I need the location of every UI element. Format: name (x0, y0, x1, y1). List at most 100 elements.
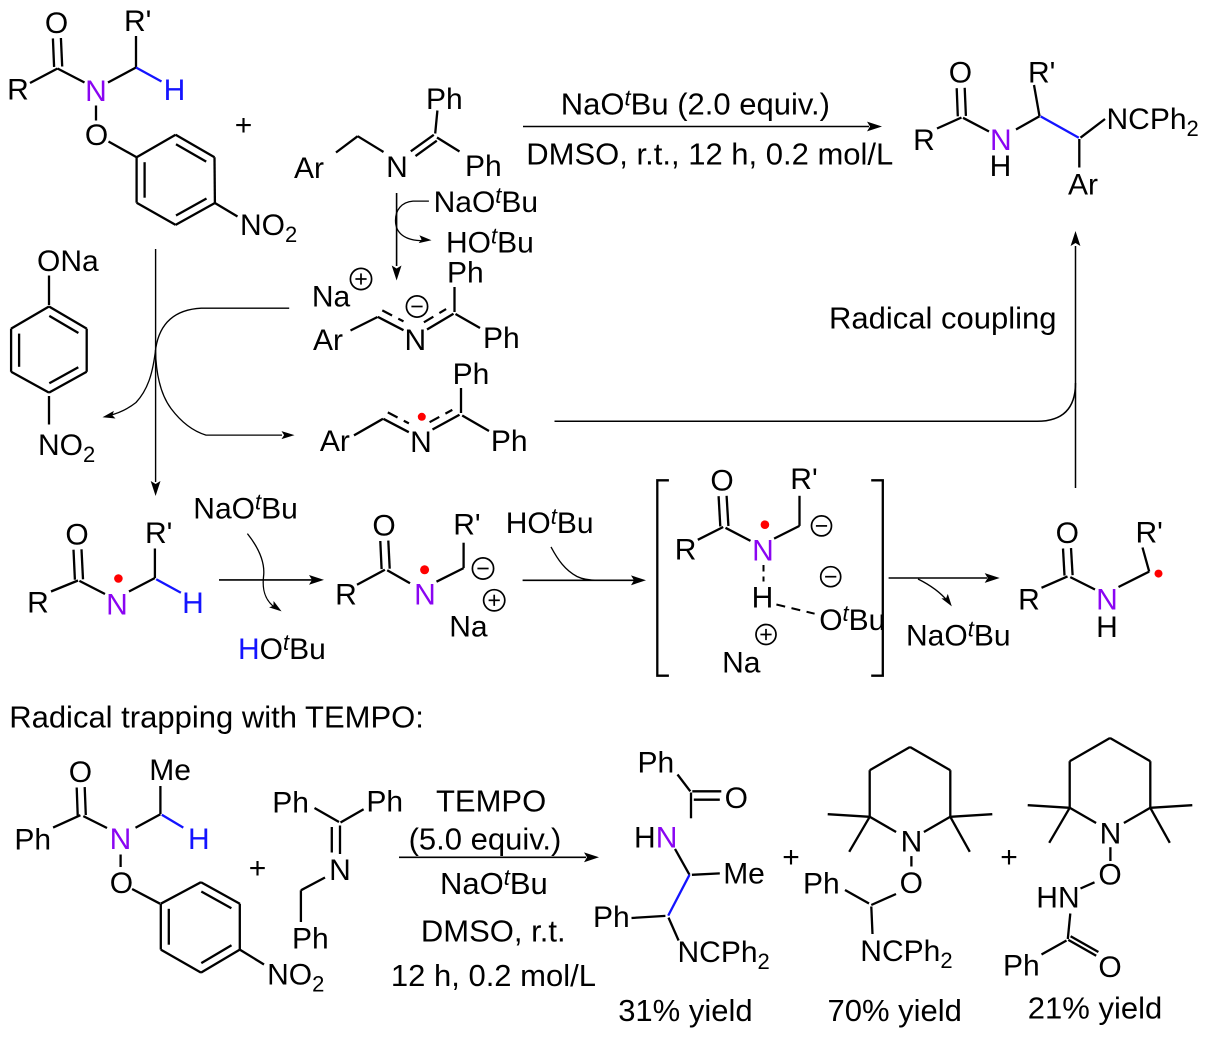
svg-text:31% yield: 31% yield (618, 993, 752, 1028)
svg-text:NO2: NO2 (267, 959, 324, 997)
svg-text:+: + (782, 841, 800, 874)
svg-text:R': R' (453, 509, 480, 542)
svg-text:Me: Me (149, 754, 191, 787)
svg-text:Ph: Ph (447, 257, 484, 290)
svg-text:H: H (634, 821, 656, 854)
svg-text:Ar: Ar (294, 152, 324, 185)
svg-text:Me: Me (723, 857, 765, 890)
svg-text:R: R (913, 124, 935, 157)
svg-text:O: O (1098, 951, 1121, 984)
svg-text:Na: Na (312, 281, 351, 314)
svg-text:H: H (164, 74, 186, 107)
svg-text:N: N (110, 823, 132, 856)
svg-text:NCPh2: NCPh2 (678, 936, 770, 974)
svg-text:N: N (106, 589, 128, 622)
svg-text:H: H (1096, 611, 1118, 644)
svg-text:HOtBu: HOtBu (446, 224, 534, 260)
svg-text:N: N (656, 821, 678, 854)
svg-text:Ph: Ph (366, 786, 403, 819)
svg-text:N: N (410, 426, 432, 459)
svg-text:H: H (990, 150, 1012, 183)
svg-text:O: O (372, 510, 395, 543)
svg-text:N: N (85, 75, 107, 108)
svg-text:O: O (69, 756, 92, 789)
svg-text:NaOtBu: NaOtBu (193, 490, 298, 526)
svg-text:Na: Na (722, 647, 761, 680)
svg-text:N: N (901, 826, 923, 859)
svg-text:O: O (85, 119, 108, 152)
svg-text:R: R (7, 74, 29, 107)
svg-text:NaOtBu: NaOtBu (440, 865, 548, 901)
svg-text:NO2: NO2 (240, 209, 297, 247)
svg-text:N: N (752, 534, 774, 567)
svg-text:H: H (188, 823, 210, 856)
svg-text:NaOtBu: NaOtBu (434, 183, 539, 219)
svg-text:R': R' (124, 5, 151, 38)
svg-text:N: N (386, 151, 408, 184)
svg-text:N: N (1100, 818, 1122, 851)
svg-text:ONa: ONa (37, 245, 99, 278)
svg-text:R: R (1018, 584, 1040, 617)
svg-text:Ph: Ph (483, 322, 520, 355)
svg-text:Ph: Ph (491, 425, 528, 458)
svg-text:O: O (710, 465, 733, 498)
svg-text:DMSO, r.t.: DMSO, r.t. (421, 913, 566, 948)
svg-text:Ar: Ar (320, 425, 350, 458)
svg-text:N: N (414, 579, 436, 612)
svg-text:O: O (45, 7, 68, 40)
svg-text:O: O (1056, 517, 1079, 550)
svg-text:12 h, 0.2 mol/L: 12 h, 0.2 mol/L (391, 958, 596, 993)
svg-text:Ph: Ph (638, 747, 675, 780)
svg-text:HOtBu: HOtBu (506, 504, 594, 540)
svg-text:DMSO, r.t., 12 h, 0.2 mol/L: DMSO, r.t., 12 h, 0.2 mol/L (526, 136, 893, 171)
svg-text:(5.0 equiv.): (5.0 equiv.) (409, 822, 562, 857)
svg-text:Ph: Ph (272, 787, 309, 820)
svg-text:R: R (335, 579, 357, 612)
svg-text:Ph: Ph (426, 83, 463, 116)
svg-text:Ph: Ph (292, 923, 329, 956)
svg-text:R': R' (1028, 57, 1055, 90)
svg-text:R': R' (145, 517, 172, 550)
svg-text:N: N (990, 124, 1012, 157)
svg-text:R': R' (1136, 517, 1163, 550)
svg-text:R: R (27, 587, 49, 620)
svg-text:N: N (329, 854, 351, 887)
svg-text:+: + (235, 109, 253, 142)
svg-text:70% yield: 70% yield (828, 993, 962, 1028)
svg-text:HOtBu: HOtBu (238, 630, 326, 666)
svg-text:21% yield: 21% yield (1028, 991, 1162, 1026)
svg-text:N: N (404, 324, 426, 357)
svg-text:N: N (1096, 584, 1118, 617)
svg-text:O: O (949, 57, 972, 90)
svg-text:NaOtBu (2.0 equiv.): NaOtBu (2.0 equiv.) (561, 86, 830, 122)
svg-text:O: O (725, 782, 748, 815)
svg-text:Ar: Ar (313, 324, 343, 357)
svg-text:OtBu: OtBu (819, 601, 885, 637)
svg-text:NCPh2: NCPh2 (860, 935, 952, 973)
svg-text:Ph: Ph (14, 824, 51, 857)
svg-text:Radical trapping with TEMPO:: Radical trapping with TEMPO: (9, 699, 424, 734)
svg-text:HN: HN (1036, 882, 1079, 915)
svg-text:+: + (1000, 841, 1018, 874)
svg-text:+: + (249, 852, 267, 885)
svg-text:H: H (182, 587, 204, 620)
svg-text:Ph: Ph (803, 868, 840, 901)
svg-text:O: O (1098, 859, 1121, 892)
svg-text:TEMPO: TEMPO (436, 784, 546, 819)
svg-text:Ar: Ar (1068, 169, 1098, 202)
svg-text:Ph: Ph (453, 358, 490, 391)
svg-text:Na: Na (449, 611, 488, 644)
svg-text:NO2: NO2 (38, 429, 95, 467)
svg-text:O: O (65, 518, 88, 551)
svg-text:Radical coupling: Radical coupling (829, 301, 1056, 336)
svg-text:O: O (900, 867, 923, 900)
svg-text:Ph: Ph (593, 901, 630, 934)
svg-text:R': R' (790, 463, 817, 496)
svg-text:NCPh2: NCPh2 (1107, 103, 1199, 141)
svg-text:R: R (675, 533, 697, 566)
svg-text:Ph: Ph (1003, 950, 1040, 983)
svg-text:NaOtBu: NaOtBu (906, 617, 1011, 653)
svg-text:Ph: Ph (465, 150, 502, 183)
svg-text:H: H (752, 582, 774, 615)
svg-text:O: O (110, 867, 133, 900)
